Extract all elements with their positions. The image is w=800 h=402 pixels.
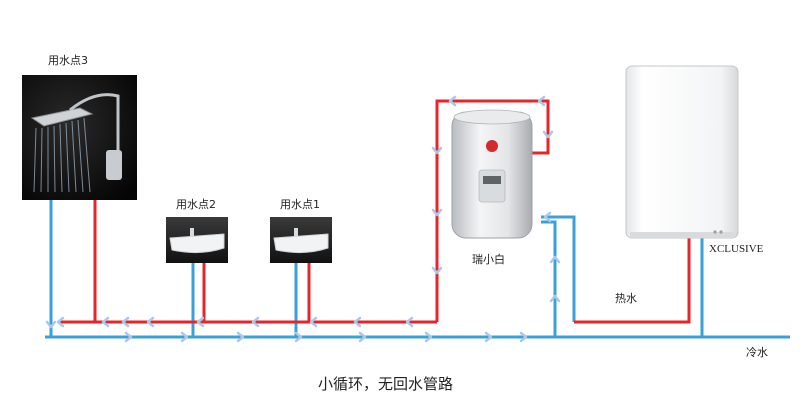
label-hot-water: 热水	[615, 292, 637, 305]
shower-fixture	[22, 75, 137, 200]
flow-arrow	[405, 316, 414, 328]
flow-arrow	[45, 320, 57, 329]
boiler-bottom-edge	[630, 232, 734, 238]
cold-water-pipes	[45, 200, 790, 339]
hot-boiler-feed	[574, 238, 691, 324]
label-point3: 用水点3	[48, 54, 88, 67]
flow-arrow	[124, 331, 133, 343]
flow-arrow	[56, 316, 65, 328]
flow-arrow	[519, 331, 528, 343]
wall-boiler	[625, 65, 739, 239]
label-cold-water: 冷水	[746, 346, 768, 359]
flow-arrow	[353, 316, 362, 328]
flow-arrow	[294, 331, 303, 343]
flow-arrow	[448, 95, 457, 107]
flow-arrow	[309, 316, 318, 328]
brand-logo	[486, 140, 498, 152]
label-boiler: XCLUSIVE	[709, 243, 764, 255]
flow-arrow	[424, 331, 433, 343]
tank-top	[453, 109, 531, 125]
boiler-body	[625, 65, 739, 239]
flow-arrow	[146, 316, 155, 328]
shower-mixer	[106, 150, 122, 180]
flow-arrow	[537, 95, 546, 107]
flow-arrow	[484, 331, 493, 343]
shower-head	[30, 107, 94, 127]
cold-supply-tank	[541, 220, 557, 337]
small-water-heater	[451, 109, 533, 239]
flow-arrow	[431, 208, 443, 217]
sink-faucet	[294, 228, 298, 237]
flow-arrow	[549, 255, 561, 264]
boiler-indicator	[719, 230, 723, 234]
tank-display	[483, 176, 501, 184]
sink-basin	[169, 233, 225, 254]
label-point1: 用水点1	[280, 198, 320, 211]
diagram-caption: 小循环，无回水管路	[318, 375, 453, 393]
hot-water-pipes	[58, 99, 691, 324]
flow-arrow	[431, 146, 443, 155]
flow-arrows	[45, 95, 561, 343]
flow-arrow	[196, 316, 205, 328]
sink-faucet	[190, 228, 194, 237]
flow-arrow	[180, 331, 189, 343]
flow-arrow	[101, 316, 110, 328]
sink-basin	[273, 233, 329, 254]
flow-arrow	[121, 316, 130, 328]
sink-point2	[166, 217, 228, 263]
boiler-indicator	[713, 230, 717, 234]
flow-arrow	[251, 316, 260, 328]
tank-panel	[478, 169, 506, 203]
tank-outlet-line	[541, 215, 576, 322]
flow-arrow	[543, 211, 552, 223]
flow-arrow	[358, 331, 367, 343]
shower-water	[33, 117, 91, 193]
flow-arrow	[549, 294, 561, 303]
shower-arm	[69, 93, 120, 170]
label-point2: 用水点2	[176, 198, 216, 211]
flow-arrow	[431, 266, 443, 275]
flow-arrow	[542, 130, 554, 139]
sink-point1	[270, 217, 332, 263]
label-tank: 瑞小白	[472, 252, 505, 266]
hot-riser-tank	[435, 99, 550, 322]
flow-arrow	[236, 331, 245, 343]
